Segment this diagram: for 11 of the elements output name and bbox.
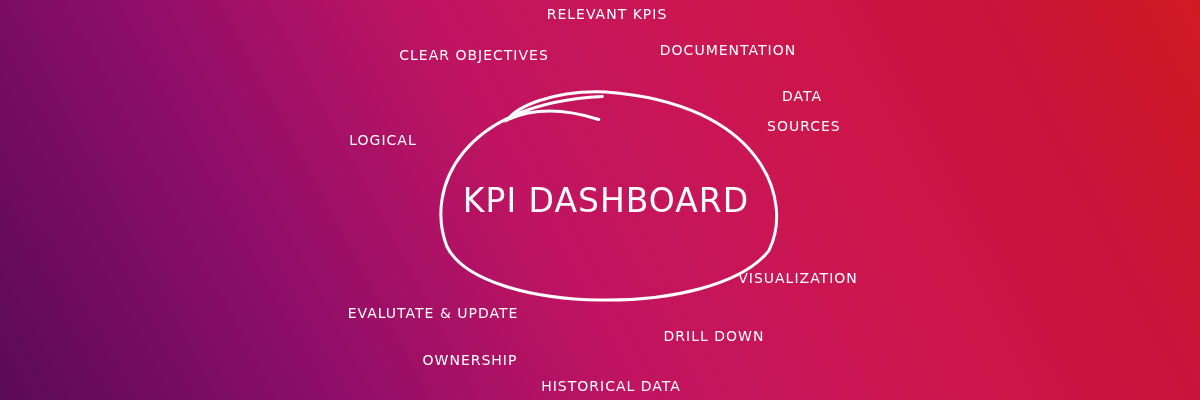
keyword-label: DRILL DOWN bbox=[663, 327, 765, 346]
keyword-label: VISUALIZATION bbox=[738, 269, 858, 288]
title-text: KPI DASHBOARD bbox=[462, 180, 750, 220]
keyword-label: CLEAR OBJECTIVES bbox=[399, 46, 549, 65]
keyword-label: DATA SOURCES bbox=[767, 87, 837, 136]
keyword-label: DOCUMENTATION bbox=[659, 41, 797, 60]
keyword-label: OWNERSHIP bbox=[422, 351, 518, 370]
keyword-label: LOGICAL bbox=[349, 131, 417, 150]
keyword-label: RELEVANT KPIS bbox=[546, 5, 668, 24]
keyword-label: HISTORICAL DATA bbox=[541, 377, 681, 396]
keyword-label: EVALUTATE & UPDATE bbox=[347, 304, 519, 323]
